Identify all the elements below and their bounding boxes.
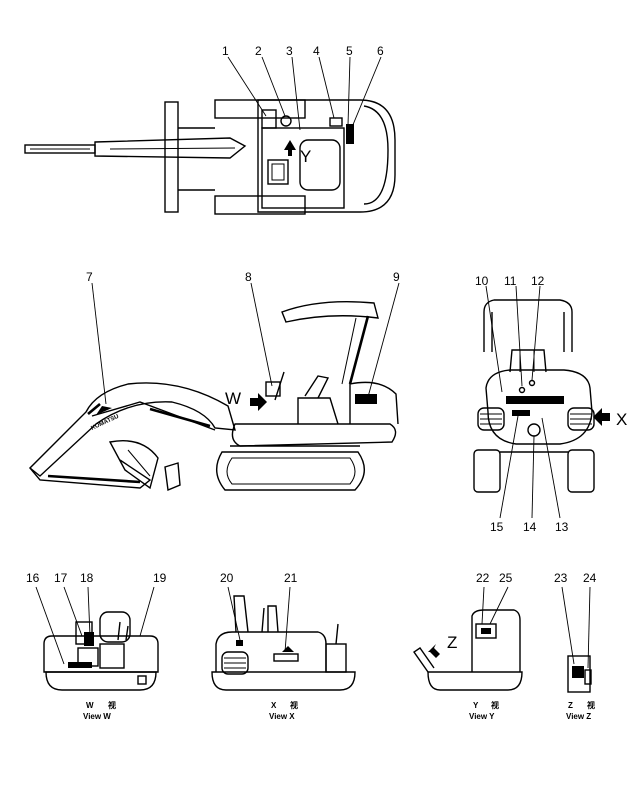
- callout-12: 12: [531, 274, 545, 288]
- callout-14: 14: [523, 520, 537, 534]
- view-arrow-y-label: Y: [300, 147, 311, 166]
- callout-4: 4: [313, 44, 320, 58]
- caption-w-label: View W: [83, 712, 111, 721]
- callout-16: 16: [26, 571, 40, 585]
- callout-24: 24: [583, 571, 597, 585]
- callout-6: 6: [377, 44, 384, 58]
- top-view-drawing: Y: [24, 56, 396, 215]
- callout-7: 7: [86, 270, 93, 284]
- callout-13: 13: [555, 520, 569, 534]
- view-arrow-z-label: Z: [447, 633, 457, 652]
- view-w-drawing: [35, 586, 159, 691]
- caption-y-letter: Y: [473, 701, 479, 710]
- callout-18: 18: [80, 571, 94, 585]
- callout-10: 10: [475, 274, 489, 288]
- callout-21: 21: [284, 571, 298, 585]
- caption-view-y: Y 视 View Y: [469, 700, 499, 721]
- view-arrow-x-label: X: [616, 410, 627, 429]
- callout-25: 25: [499, 571, 513, 585]
- svg-text:KOMATSU: KOMATSU: [90, 414, 120, 432]
- caption-w-letter: W: [86, 701, 94, 710]
- caption-x-letter: X: [271, 701, 277, 710]
- caption-view-w: W 视 View W: [83, 700, 116, 721]
- callout-11: 11: [504, 274, 517, 288]
- callout-5: 5: [346, 44, 353, 58]
- callout-2: 2: [255, 44, 262, 58]
- caption-z-label: View Z: [566, 712, 591, 721]
- view-y-drawing: Z: [413, 586, 523, 691]
- caption-x-label: View X: [269, 712, 295, 721]
- caption-view-z: Z 视 View Z: [566, 700, 595, 721]
- caption-x-mark: 视: [290, 700, 298, 710]
- callout-9: 9: [393, 270, 400, 284]
- callout-8: 8: [245, 270, 252, 284]
- callout-17: 17: [54, 571, 68, 585]
- view-z-drawing: [561, 586, 592, 693]
- caption-y-mark: 视: [491, 700, 499, 710]
- callout-19: 19: [153, 571, 167, 585]
- view-arrow-w-label: W: [225, 389, 241, 408]
- view-x-drawing: [211, 586, 356, 691]
- caption-y-label: View Y: [469, 712, 495, 721]
- callout-3: 3: [286, 44, 293, 58]
- caption-w-mark: 视: [108, 700, 116, 710]
- caption-view-x: X 视 View X: [269, 700, 298, 721]
- callout-20: 20: [220, 571, 234, 585]
- side-view-drawing: W KOMATSU: [28, 282, 400, 491]
- callout-15: 15: [490, 520, 504, 534]
- caption-z-letter: Z: [568, 701, 573, 710]
- rear-view-drawing: X: [473, 285, 627, 519]
- callout-22: 22: [476, 571, 490, 585]
- callout-1: 1: [222, 44, 229, 58]
- caption-z-mark: 视: [587, 700, 595, 710]
- callout-23: 23: [554, 571, 568, 585]
